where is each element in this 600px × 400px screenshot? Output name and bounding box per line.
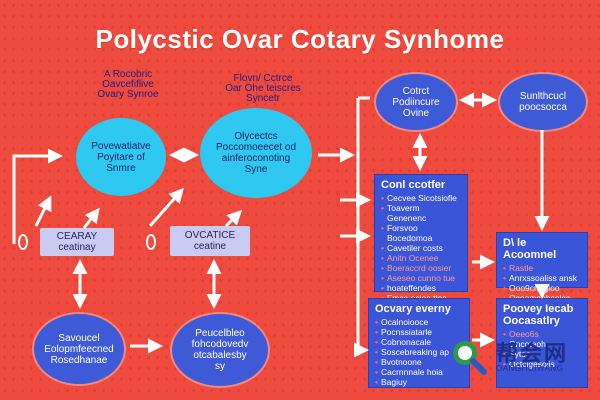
arrow-bracket-left xyxy=(354,98,369,358)
list-item: •Ooo9cnngioo xyxy=(503,283,560,293)
list-item: •Anitn Ocenee xyxy=(381,253,439,263)
node-bottom-left-circle[interactable]: Savoucel Eolopmfeecned Rosedhanae xyxy=(34,314,124,384)
list-item: •Cobnonacale xyxy=(375,337,432,347)
note-top-left: A Rocobric Oavcefiflive Ovary Synroe xyxy=(97,69,159,100)
list-item: •Oeeo6s xyxy=(503,329,539,339)
node-bottom-center-circle[interactable]: Peucelbleo fohcodovedv otcabalesby sy xyxy=(172,314,268,386)
label-left-box[interactable]: CEARAY ceatinay xyxy=(40,228,114,256)
list-item: •hoateffendes xyxy=(381,283,436,293)
arrow-left-frame xyxy=(12,148,63,244)
list-item: •Cecvee Sicotsiofle xyxy=(381,193,457,203)
panel-middle-title: Conl ccotfer xyxy=(381,179,446,191)
list-item: •Anrxssoaliss ansk xyxy=(503,273,578,283)
arrow-left-diag-2 xyxy=(82,207,100,229)
list-item: •Boeraccrd oosier xyxy=(381,263,452,273)
node-top-far-right[interactable]: Sunlthcucl poocsocca xyxy=(500,74,586,130)
arrow-center-diag xyxy=(148,187,184,227)
list-item: •Ocalnoiooce xyxy=(375,317,429,327)
list-item: •Forsvoo Bocedomoa xyxy=(381,223,433,243)
watermark: 帮会网 OANGHUIWANG xyxy=(448,330,588,382)
list-item: •Bagiuy xyxy=(375,377,407,387)
list-item: •Sytoe xyxy=(503,349,531,359)
list-item: •Aseseo cunno tue xyxy=(381,273,456,283)
panel-bottom-right-title: Poovey Iecab Oocasatlry xyxy=(503,303,574,327)
list-item: •Octcigesoiis xyxy=(503,359,555,369)
panel-middle: Conl ccotfer •Cecvee Sicotsiofle •Toaver… xyxy=(374,174,468,303)
node-left-circle[interactable]: Povewatiatve Poyitare of Snmre xyxy=(76,118,166,196)
magnifier-logo-icon xyxy=(453,341,487,375)
diagram-title: Polycstic Ovar Cotary Synhome xyxy=(95,24,505,54)
ring-center-icon xyxy=(146,234,156,250)
watermark-english: OANGHUIWANG xyxy=(496,364,564,373)
ring-left-icon xyxy=(18,234,28,250)
node-top-right-circle[interactable]: Cotrct Podiincure Ovine xyxy=(376,74,456,130)
watermark-chinese: 帮会网 xyxy=(496,341,569,366)
arrow-left-diag xyxy=(34,195,52,227)
panel-bottom-middle-title: Ocvary everny xyxy=(375,303,451,315)
note-top-center: Flovn/ Cctrce Oar Ohe teiscres Syncetr xyxy=(225,73,301,104)
panel-bottom-right: Poovey Iecab Oocasatlry •Oeeo6s •Gncoteo… xyxy=(496,298,588,388)
list-item: •Cacrnnnale hoia xyxy=(375,367,443,377)
panel-right-title: D\ le Acoomnel xyxy=(503,237,557,261)
panel-bottom-right-list: •Oeeo6s •Gncoteoh •Sytoe •Octcigesoiis xyxy=(503,329,581,369)
panel-bottom-middle: Ocvary everny •Ocalnoiooce •Pocnssiatarl… xyxy=(368,298,470,388)
list-item: •Rastle xyxy=(503,263,534,273)
list-item: •Pocnssiatarle xyxy=(375,327,433,337)
arrow-center-diag-2 xyxy=(224,209,243,228)
panel-bottom-middle-list: •Ocalnoiooce •Pocnssiatarle •Cobnonacale… xyxy=(375,317,463,387)
list-item: •Bvotnoone xyxy=(375,357,422,367)
list-item: •Gncoteoh xyxy=(503,339,546,349)
node-center-circle[interactable]: Olycectcs Poccomoeecet od ainferoconotin… xyxy=(200,108,312,198)
list-item: •Cavetiler costs xyxy=(381,243,443,253)
label-center-box[interactable]: OVCATICE ceatine xyxy=(170,226,250,256)
list-item: •Toaverm Genenenc xyxy=(381,203,427,223)
list-item: •Soscebreaking ap xyxy=(375,347,450,357)
